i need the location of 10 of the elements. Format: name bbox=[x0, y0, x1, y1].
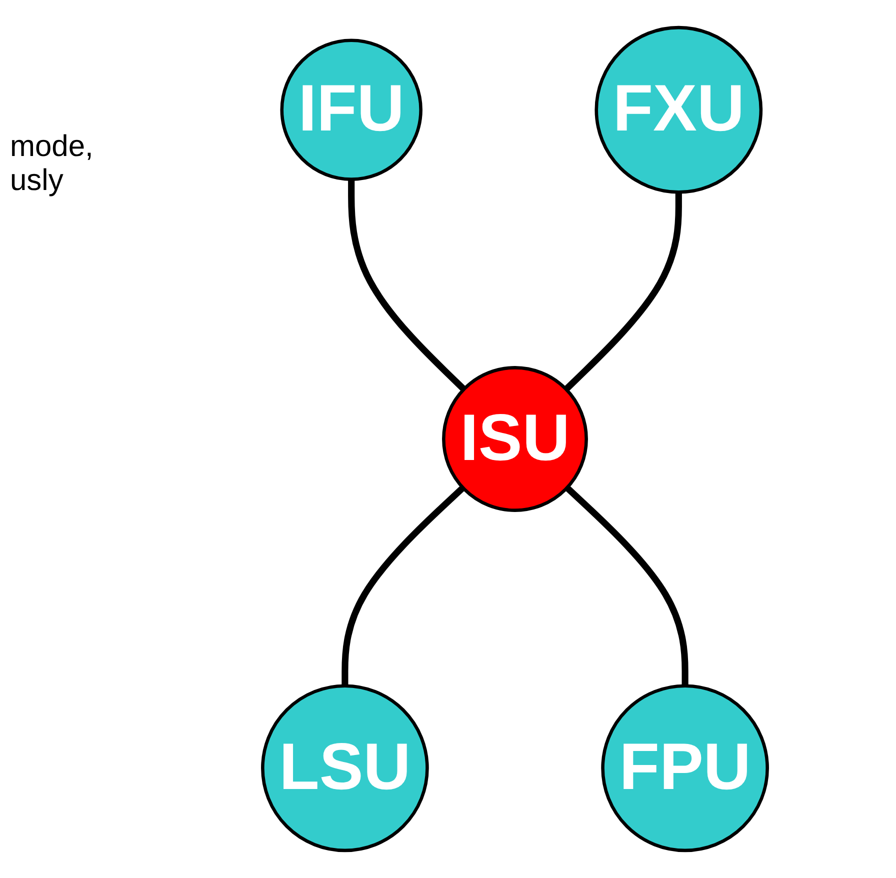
node-circle: FXU bbox=[594, 26, 763, 194]
node-circle: LSU bbox=[261, 684, 429, 852]
connector bbox=[564, 192, 682, 392]
note-text: mode, usly bbox=[10, 130, 94, 198]
node-circle: IFU bbox=[280, 38, 422, 181]
node-circle: ISU bbox=[442, 366, 588, 512]
connector bbox=[342, 485, 466, 686]
node-circle: FPU bbox=[601, 684, 769, 852]
connector bbox=[348, 179, 466, 392]
connector bbox=[564, 485, 688, 686]
